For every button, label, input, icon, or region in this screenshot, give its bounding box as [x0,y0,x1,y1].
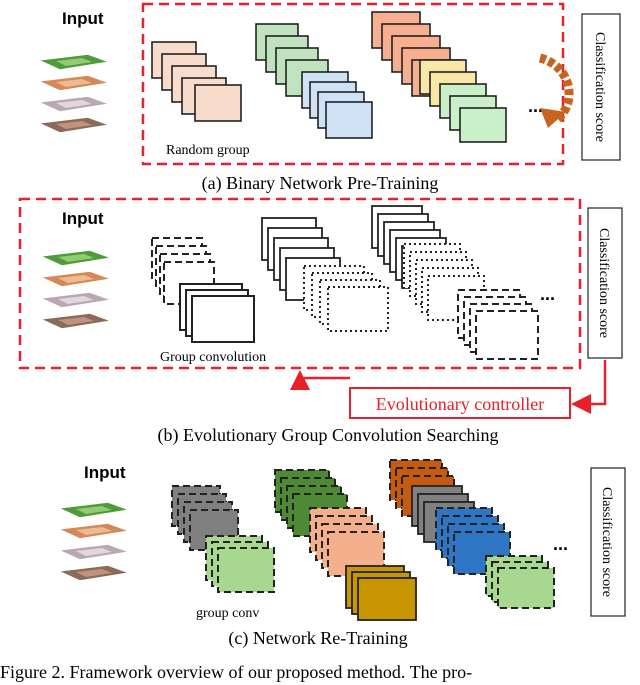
stack-c-5 [345,565,417,621]
input-image [55,564,133,582]
input-image [35,74,113,92]
stack-c-2 [205,535,275,593]
stack-b-4 [303,265,389,332]
group-convolution-label: Group convolution [160,350,266,365]
input-label-a: Input [62,9,104,28]
stack-a-5-layer [459,107,507,143]
ellipsis-a: ... [528,96,543,116]
stack-a-1b-layer [194,84,242,122]
figure-caption: Figure 2. Framework overview of our prop… [0,662,472,682]
caption-a: (a) Binary Network Pre-Training [202,173,439,194]
score-box-c [590,467,626,617]
stack-b-7-layer [475,310,539,360]
input-image-stack-a [35,53,113,134]
score-label-a: Classification score [592,32,607,142]
stack-a-5 [419,59,507,143]
feature-stacks-a [151,11,507,143]
input-label-b: Input [62,209,104,228]
stack-a-1b [194,84,242,122]
ellipsis-c: ... [553,534,568,554]
input-image [37,312,115,330]
group-conv-label: group conv [196,606,259,621]
evolutionary-controller-box [349,387,571,419]
input-image [37,249,115,267]
feature-stacks-b [151,205,539,360]
score-box-a [581,13,621,161]
input-image [37,270,115,288]
panel-a: Input Random group ... Classification sc… [35,2,621,194]
panel-c: Input group conv ... Classification scor… [55,459,626,649]
score-box-b [587,207,623,359]
loop-arrowhead-a [540,108,566,128]
random-group-label: Random group [166,143,250,158]
input-image [55,543,133,561]
score-label-c: Classification score [599,487,614,597]
stack-c-2-layer [217,547,275,593]
input-image-stack-b [37,249,115,330]
input-image [35,95,113,113]
ellipsis-b: ... [540,284,555,304]
input-image [37,291,115,309]
input-image [35,53,113,71]
pretraining-frame [141,2,565,166]
stack-c-5-layer [357,577,417,621]
input-image [55,522,133,540]
evolutionary-controller-label: Evolutionary controller [376,394,544,414]
caption-b: (b) Evolutionary Group Convolution Searc… [158,425,499,446]
score-label-b: Classification score [596,228,611,338]
stack-b-7 [457,289,539,360]
stack-b-4-layer [327,286,389,332]
stack-b-6 [403,243,485,321]
controller-to-network-arrow [290,370,350,390]
stack-b-2-layer [191,295,255,343]
stack-c-9-layer [497,567,555,609]
stack-a-3-layer [325,101,373,139]
input-image-stack-c [55,501,133,582]
panel-b: Input Group convolution ... Classificati… [18,197,623,446]
score-to-controller-arrow [571,360,607,414]
stack-c-8 [435,507,511,575]
input-label-c: Input [84,463,126,482]
caption-c: (c) Network Re-Training [228,628,407,649]
stack-b-2 [179,283,255,343]
feature-stacks-c [171,459,555,621]
stack-a-3 [301,71,373,139]
search-frame [18,197,582,370]
input-image [35,116,113,134]
input-image [55,501,133,519]
stack-c-9 [485,555,555,609]
